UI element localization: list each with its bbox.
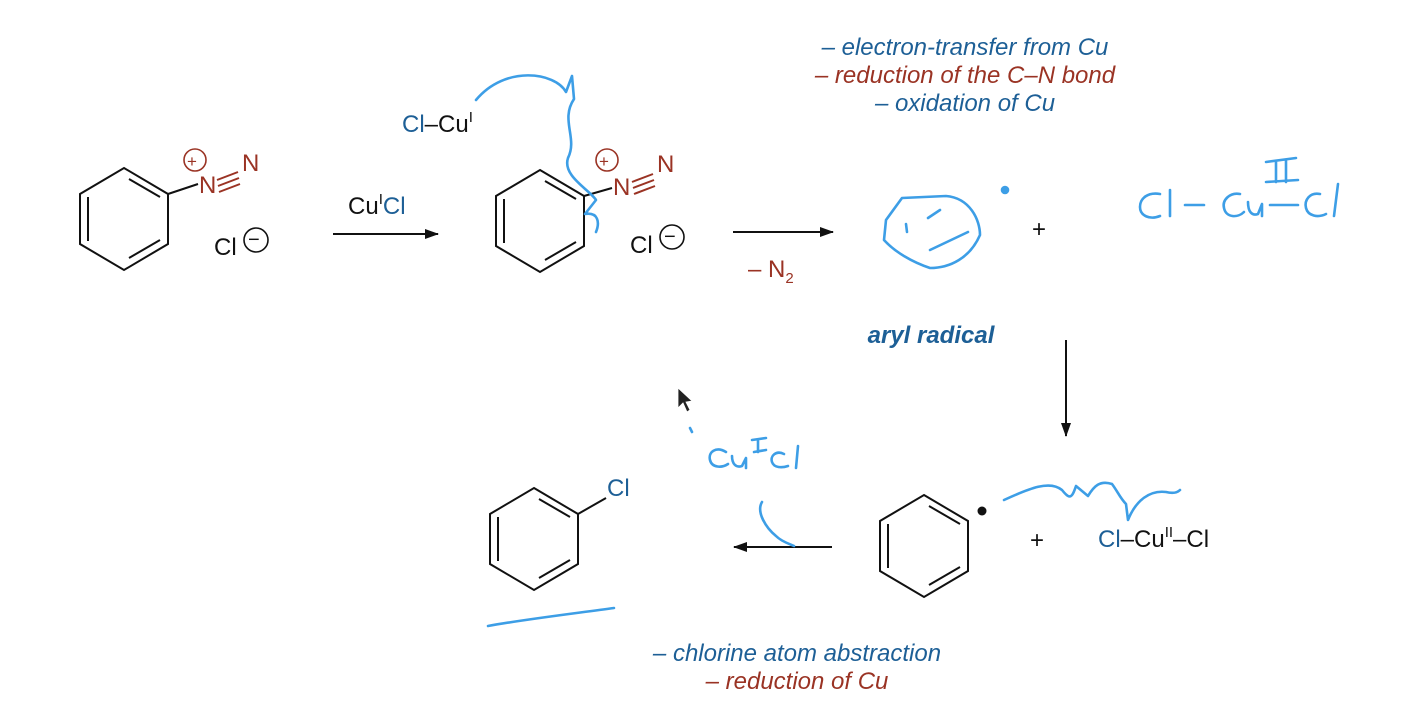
handdrawn-cl-left: [1138, 188, 1172, 219]
plus-charge-2: +: [599, 152, 609, 171]
handdrawn-cl-right: [1304, 182, 1340, 218]
chloride-2: Cl: [630, 232, 653, 259]
counter-ion-minus-1: [243, 227, 269, 253]
note-cu-reduction: – reduction of Cu: [705, 668, 889, 695]
cucl-reactant: Cl–CuI: [402, 109, 473, 138]
counter-ion-minus-2: [659, 224, 685, 250]
reagent-cucl: CuICl: [348, 191, 406, 220]
nitrogen-1a: N: [199, 172, 217, 199]
product-chlorine: Cl: [607, 475, 630, 502]
note-cu-oxidation: – oxidation of Cu: [874, 90, 1056, 117]
plus-sign-top: +: [1032, 216, 1047, 243]
plus-charge-1: +: [187, 152, 197, 171]
benzene-ring-2: [495, 168, 585, 274]
handdrawn-aryl-radical: [882, 194, 982, 270]
nitrogen-1b: N: [242, 150, 260, 177]
cucl2-reactant: Cl–CuII–Cl: [1098, 524, 1210, 553]
diazonium-bond-2: [583, 148, 656, 197]
benzene-ring-1: [79, 166, 169, 272]
note-cl-abstraction: – chlorine atom abstraction: [652, 640, 942, 667]
handwritten-annotations: [474, 74, 1340, 628]
nitrogen-2b: N: [657, 151, 675, 178]
diazonium-bond-1: [167, 148, 241, 195]
fishhook-arrows-cucl2: [1002, 481, 1182, 522]
nitrogen-2a: N: [613, 174, 631, 201]
benzene-ring-radical: [879, 493, 969, 599]
minus-charge-2: −: [664, 226, 676, 248]
chloride-1: Cl: [214, 234, 237, 261]
minus-charge-1: −: [248, 229, 260, 251]
handdrawn-radical-dot: [1000, 185, 1010, 195]
aryl-radical-label: aryl radical: [867, 322, 995, 349]
radical-dot: [977, 506, 987, 516]
loss-of-n2: – N2: [748, 256, 794, 287]
handdrawn-cucl: [708, 436, 800, 470]
fishhook-arrow-cucl: [474, 74, 600, 234]
note-electron-transfer: – electron-transfer from Cu: [821, 34, 1109, 61]
benzene-ring-product: [489, 486, 607, 592]
plus-sign-bottom: +: [1030, 527, 1045, 554]
arrow-tail-annotation: [758, 500, 796, 548]
mouse-cursor-icon: [677, 387, 693, 413]
handdrawn-cu: [1222, 192, 1264, 218]
product-underline: [486, 606, 616, 628]
note-cn-reduction: – reduction of the C–N bond: [814, 62, 1116, 89]
handdrawn-roman-two: [1264, 156, 1300, 184]
